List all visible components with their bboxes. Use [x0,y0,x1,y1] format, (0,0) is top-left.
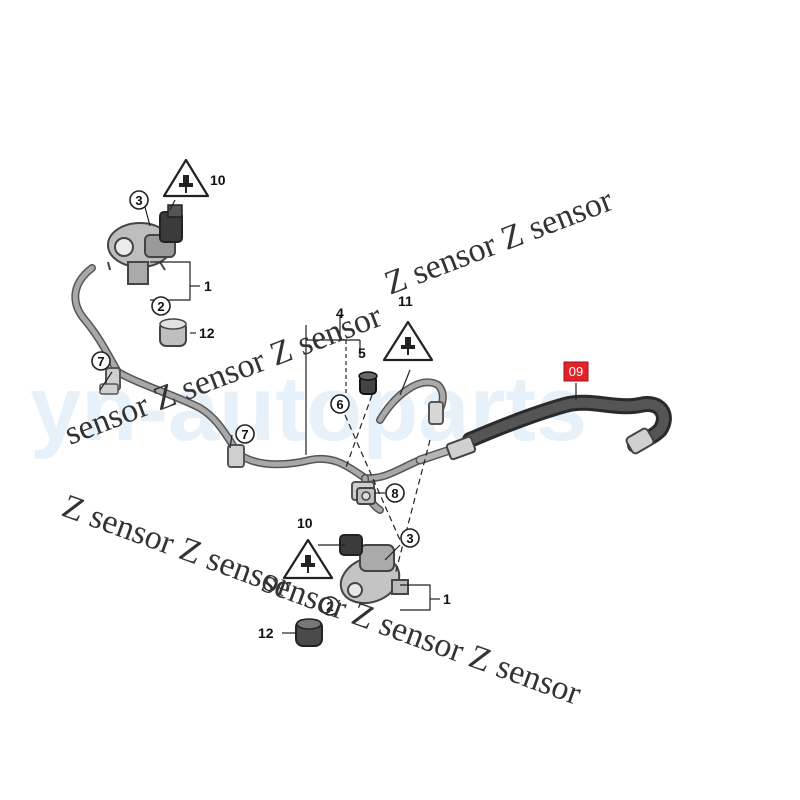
seal-ring-upper [159,318,187,347]
callout-10-lower: 10 [297,515,313,531]
callout-09: 09 [569,364,583,379]
screw-part-5 [358,371,378,395]
high-pressure-pump-upper [107,204,183,285]
callout-10-upper: 10 [210,172,226,188]
callout-7-upper: 7 [97,354,104,369]
watermark-line-1: Z sensor Z sensor [380,181,619,302]
callout-1-upper: 1 [204,278,212,294]
callout-3-upper: 3 [135,193,142,208]
callout-6: 6 [336,397,343,412]
callout-1-lower: 1 [443,591,451,607]
warning-triangle-middle [382,320,434,362]
warning-triangle-lower [282,538,334,580]
callout-2-lower: 2 [326,599,333,614]
seal-ring-lower [295,618,323,647]
callout-7-middle: 7 [241,427,248,442]
callout-12-lower: 12 [258,625,274,641]
highlight-badge-09 [563,361,589,382]
callout-3-lower: 3 [406,531,413,546]
callout-5: 5 [358,345,366,361]
pipe-clip-left [227,444,245,468]
callout-11: 11 [398,293,413,309]
fuel-hose-09 [445,394,672,461]
callout-8: 8 [391,486,398,501]
clamp-part-8 [356,487,376,505]
callout-12-upper: 12 [199,325,215,341]
callout-2-upper: 2 [157,299,164,314]
callout-circles [91,190,420,616]
pipe-end-fitting [428,401,444,425]
high-pressure-pump-lower [339,534,409,605]
warning-triangle-upper [162,158,210,198]
callout-4: 4 [336,305,344,321]
